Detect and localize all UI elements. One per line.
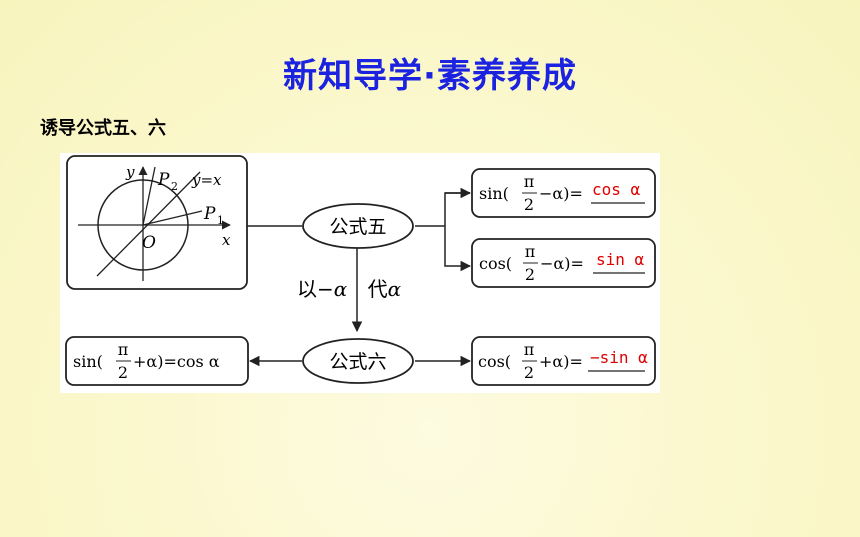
unit-circle-figure: y x O P 2 P 1 y=x (66, 155, 248, 290)
ray-op1 (142, 210, 203, 226)
arrow-label-alpha: α (334, 277, 348, 301)
node-formula-six-shape (302, 338, 414, 384)
section-heading: 诱导公式五、六 (40, 118, 166, 139)
arrow-label: 以−α 代α (297, 277, 402, 301)
node-formula-five-shape (302, 203, 414, 249)
page-title: 新知导学·素养养成 (283, 56, 577, 96)
formula-five-sin: sin( π 2 −α)= cos α (471, 168, 656, 218)
fraction-numerator: π (118, 340, 129, 359)
p2-subscript: 2 (171, 180, 178, 193)
fraction-numerator: π (524, 172, 535, 191)
p1-subscript: 1 (217, 214, 224, 227)
formula-left: sin( (73, 352, 103, 371)
formula-answer: sin α (596, 250, 645, 269)
fraction-numerator: π (525, 242, 536, 261)
ray-op2 (142, 166, 156, 226)
formula-left: sin( (479, 184, 509, 203)
formula-answer: cos α (592, 180, 641, 199)
node-formula-six: 公式六 (329, 351, 386, 373)
origin-label: O (142, 233, 156, 253)
fraction-denominator: 2 (524, 195, 534, 214)
node-formula-five: 公式五 (329, 216, 386, 238)
formula-six-cos: cos( π 2 +α)= −sin α (471, 336, 656, 386)
formula-right: −α)= (539, 184, 583, 203)
formula-left: cos( (478, 352, 511, 371)
line-y-equals-x-label: y=x (191, 171, 222, 189)
fraction-numerator: π (524, 340, 535, 359)
p2-label: P (157, 170, 170, 190)
formula-six-sin: sin( π 2 +α)=cos α (65, 336, 249, 386)
p1-label: P (203, 204, 216, 224)
formula-box (471, 336, 656, 386)
y-axis-label: y (125, 163, 135, 181)
formula-diagram: y x O P 2 P 1 y=x 公式五 公式六 以−α 代α sin( π … (65, 155, 656, 386)
arrow-label-mid: 代 (361, 277, 387, 301)
fraction-denominator: 2 (118, 363, 128, 382)
formula-right: +α)=cos α (133, 352, 220, 371)
formula-box (65, 336, 249, 386)
formula-five-cos: cos( π 2 −α)= sin α (471, 238, 656, 288)
unit-circle-box (66, 155, 248, 290)
formula-box (471, 168, 656, 218)
formula-left: cos( (479, 254, 512, 273)
arrow-label-prefix: 以− (297, 277, 334, 301)
connector-five-to-results (415, 192, 470, 266)
formula-right: +α)= (539, 352, 583, 371)
arrow-label-alpha-2: α (388, 277, 402, 301)
formula-right: −α)= (540, 254, 584, 273)
formula-diagram-panel: y x O P 2 P 1 y=x 公式五 公式六 以−α 代α sin( π … (60, 153, 660, 393)
x-axis-label: x (222, 231, 231, 249)
fraction-denominator: 2 (524, 363, 534, 382)
formula-answer: −sin α (590, 348, 648, 367)
formula-box (471, 238, 656, 288)
fraction-denominator: 2 (525, 265, 535, 284)
